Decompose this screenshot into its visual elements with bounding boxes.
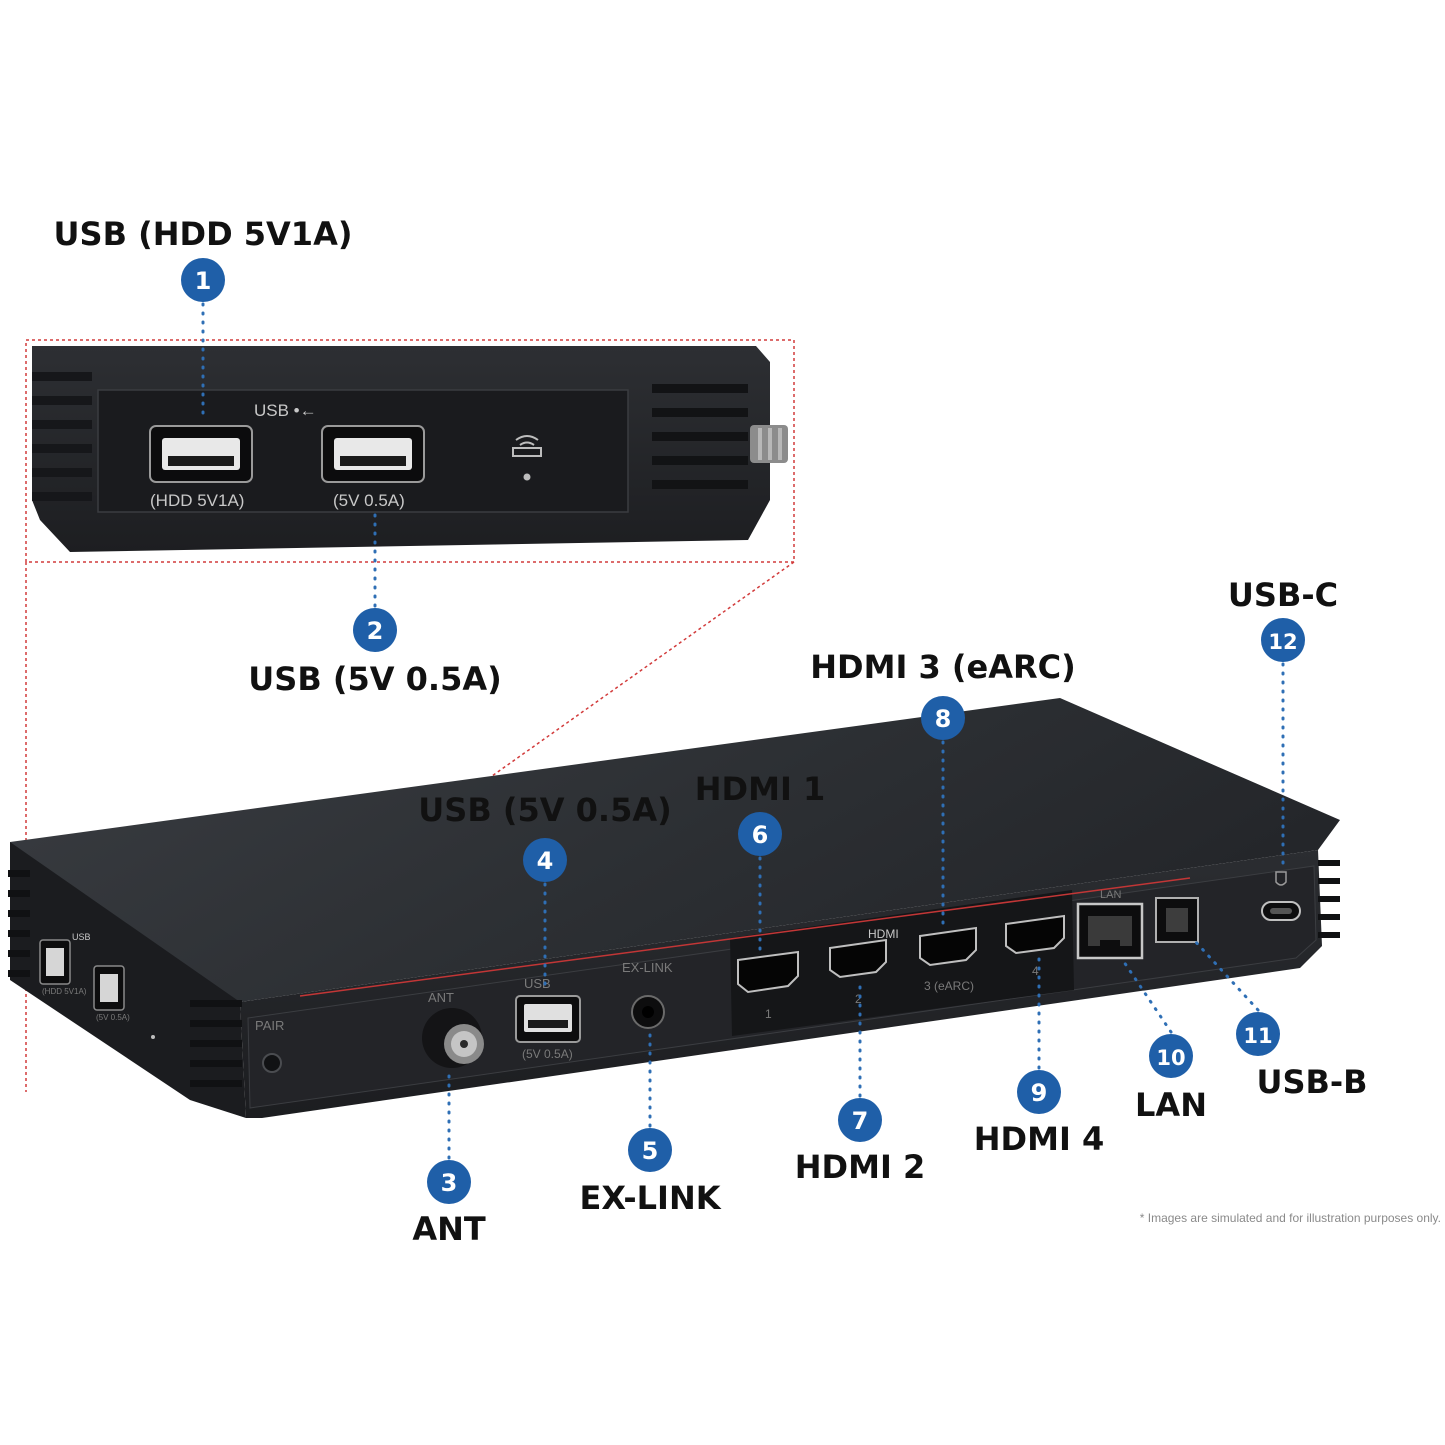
ant-connector[interactable] <box>422 1008 484 1068</box>
usb-c-shield-icon <box>1275 871 1287 886</box>
callout-5-label: EX-LINK <box>579 1179 721 1217</box>
hdmi2-label: 2 <box>855 992 862 1006</box>
hdmi3-label: 3 (eARC) <box>924 979 974 993</box>
exlink-jack[interactable] <box>631 995 665 1029</box>
hdmi-port-3[interactable] <box>919 926 977 967</box>
inset-vents-right <box>652 384 748 489</box>
inset-port1-label: (HDD 5V1A) <box>150 491 244 510</box>
callout-line-11 <box>1192 938 1260 1012</box>
footnote: * Images are simulated and for illustrat… <box>1140 1211 1441 1225</box>
inset-led <box>523 473 531 481</box>
callout-4-badge <box>523 838 567 882</box>
callout-12-badge <box>1261 618 1305 662</box>
callout-5: 5 EX-LINK <box>579 1128 722 1217</box>
device-left-side <box>10 842 246 1118</box>
side-port2-label: (5V 0.5A) <box>96 1013 130 1022</box>
callout-8-number: 8 <box>935 705 952 733</box>
front-usb-port[interactable] <box>515 995 581 1043</box>
callout-6-badge <box>738 812 782 856</box>
device-right-vents <box>1318 860 1340 938</box>
inset-usb-title: USB •← <box>254 401 317 420</box>
callout-10-badge <box>1149 1034 1193 1078</box>
callout-2-badge <box>353 608 397 652</box>
hdmi-port-2[interactable] <box>829 938 887 979</box>
lan-port[interactable] <box>1076 902 1144 960</box>
callout-5-number: 5 <box>642 1137 659 1165</box>
side-port1-label: (HDD 5V1A) <box>42 987 87 996</box>
callout-8: HDMI 3 (eARC) 8 <box>810 648 1076 740</box>
main-device: USB (HDD 5V1A) (5V 0.5A) PAIR ANT USB (5… <box>8 698 1340 1118</box>
callout-2-label: USB (5V 0.5A) <box>248 660 501 698</box>
callout-12-number: 12 <box>1268 630 1297 654</box>
callout-11: 11 USB-B <box>1236 1012 1368 1101</box>
callout-6: HDMI 1 6 <box>695 770 826 856</box>
callout-11-number: 11 <box>1243 1024 1272 1048</box>
callout-10: 10 LAN <box>1135 1034 1207 1124</box>
inset-view: USB •← (HDD 5V1A) (5V 0.5A) <box>25 339 795 563</box>
inset-usb-port-1[interactable] <box>149 425 253 483</box>
front-edge-highlight <box>299 877 1191 997</box>
callout-7-label: HDMI 2 <box>795 1148 926 1186</box>
hdmi-block <box>730 890 1074 1036</box>
callout-1-number: 1 <box>195 267 212 295</box>
hdmi4-label: 4 <box>1032 964 1039 978</box>
pair-label: PAIR <box>255 1018 284 1033</box>
callout-10-number: 10 <box>1156 1046 1185 1070</box>
side-usb-ports: USB (HDD 5V1A) (5V 0.5A) <box>39 932 155 1039</box>
callout-3-label: ANT <box>412 1210 486 1248</box>
front-usb-rating: (5V 0.5A) <box>522 1047 573 1061</box>
callout-12: USB-C 12 <box>1228 576 1338 662</box>
callout-1: USB (HDD 5V1A) 1 <box>54 215 353 302</box>
callout-4-label: USB (5V 0.5A) <box>418 791 671 829</box>
callout-2: 2 USB (5V 0.5A) <box>248 608 502 698</box>
callout-8-badge <box>921 696 965 740</box>
usb-c-port[interactable] <box>1261 901 1301 921</box>
hdmi-port-1[interactable] <box>737 950 799 994</box>
callout-3: 3 ANT <box>412 1160 486 1248</box>
hdmi-group-label: HDMI <box>868 927 899 941</box>
inset-highlight-box <box>25 339 795 563</box>
callout-10-label: LAN <box>1135 1086 1207 1124</box>
callout-6-label: HDMI 1 <box>695 770 826 808</box>
callout-12-label: USB-C <box>1228 576 1338 614</box>
callout-3-badge <box>427 1160 471 1204</box>
hdmi-port-4[interactable] <box>1005 914 1065 955</box>
callout-1-badge <box>181 258 225 302</box>
device-left-vents <box>8 870 242 1087</box>
inset-vents-left <box>32 372 92 501</box>
callout-9-number: 9 <box>1031 1079 1048 1107</box>
callout-9: 9 HDMI 4 <box>974 1070 1105 1158</box>
pair-button[interactable] <box>262 1053 282 1073</box>
callout-11-badge <box>1236 1012 1280 1056</box>
ant-label: ANT <box>428 990 454 1005</box>
inset-port2-label: (5V 0.5A) <box>333 491 405 510</box>
callout-3-number: 3 <box>441 1169 458 1197</box>
callout-4: USB (5V 0.5A) 4 <box>418 791 672 882</box>
callout-7: 7 HDMI 2 <box>795 1098 926 1186</box>
exlink-label: EX-LINK <box>622 960 673 975</box>
callout-lines <box>201 302 1285 1160</box>
callout-7-number: 7 <box>852 1107 869 1135</box>
hdmi1-label: 1 <box>765 1007 772 1021</box>
lan-port-label: LAN <box>1100 889 1121 901</box>
callout-11-label: USB-B <box>1256 1063 1367 1101</box>
inset-usb-port-2[interactable] <box>321 425 425 483</box>
usb-b-port[interactable] <box>1155 897 1199 943</box>
callout-2-number: 2 <box>367 617 384 645</box>
callout-8-label: HDMI 3 (eARC) <box>810 648 1075 686</box>
callout-1-label: USB (HDD 5V1A) <box>54 215 353 253</box>
callout-9-badge <box>1017 1070 1061 1114</box>
front-usb-label: USB <box>524 976 551 991</box>
side-usb-label: USB <box>72 932 91 942</box>
device-top <box>10 698 1340 1002</box>
callout-7-badge <box>838 1098 882 1142</box>
callout-4-number: 4 <box>537 847 554 875</box>
inset-wireless-icon <box>512 435 542 457</box>
callout-9-label: HDMI 4 <box>974 1120 1105 1158</box>
callout-5-badge <box>628 1128 672 1172</box>
callout-6-number: 6 <box>752 821 769 849</box>
